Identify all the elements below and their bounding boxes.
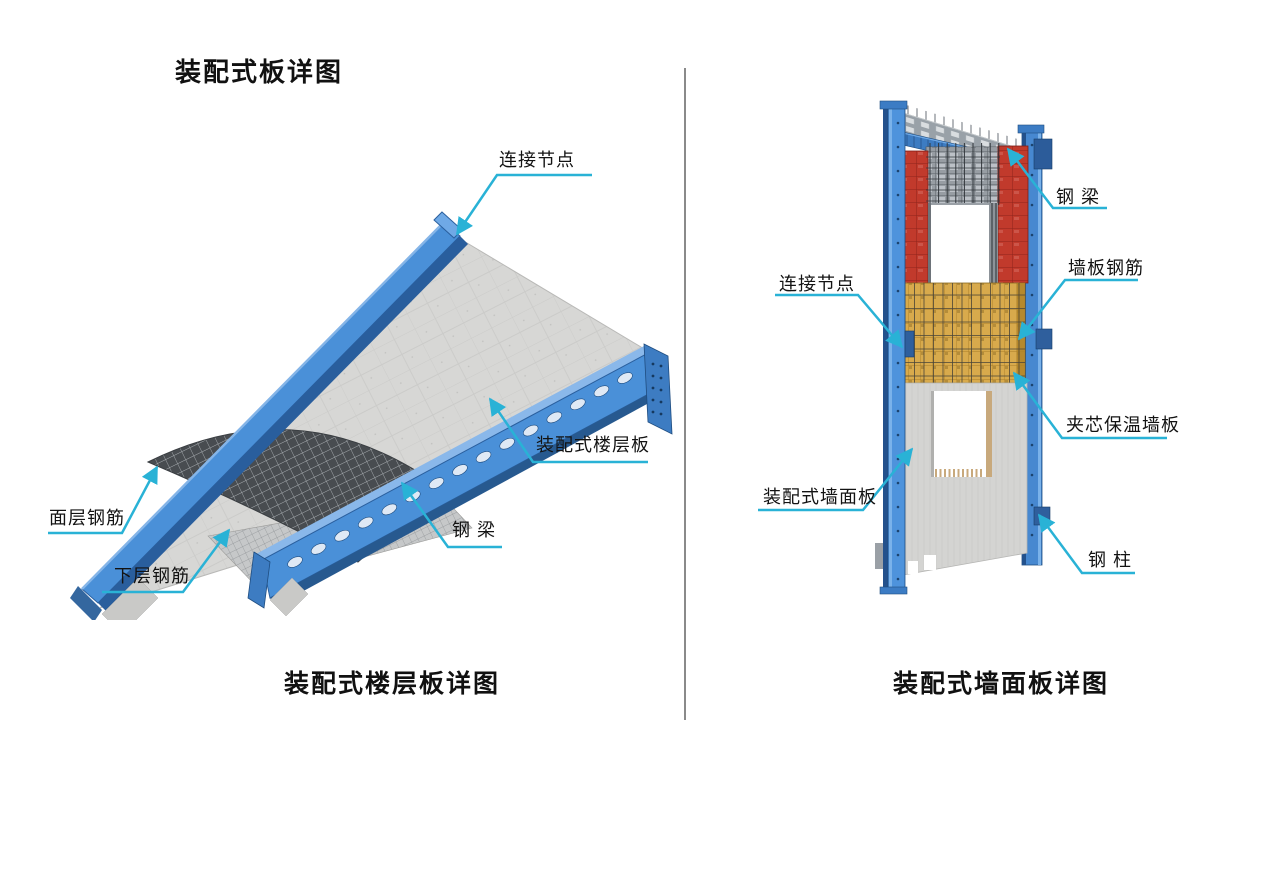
lower-window-opening — [933, 391, 991, 477]
end-plate-bolts — [651, 362, 663, 416]
edge-beam-top-left — [70, 211, 468, 620]
right-figure-caption: 装配式墙面板详图 — [893, 670, 1110, 698]
label-sandwich-panel: 夹芯保温墙板 — [1066, 415, 1180, 435]
label-steel-beam-left: 钢 梁 — [452, 520, 497, 540]
wall-panel-3d-view — [758, 100, 1167, 595]
page-title: 装配式板详图 — [175, 57, 344, 87]
label-connection-node-right: 连接节点 — [779, 274, 855, 294]
sandwich-insulation-panel — [899, 282, 1026, 384]
label-floor-panel: 装配式楼层板 — [536, 435, 650, 455]
column-base-bracket — [1033, 506, 1051, 526]
beam-web-holes — [287, 372, 633, 568]
label-top-rebar: 面层钢筋 — [49, 508, 125, 528]
connection-bracket — [904, 330, 915, 358]
label-steel-column: 钢 柱 — [1088, 550, 1133, 570]
wall-rebar-mesh — [925, 146, 1001, 206]
label-wall-panel: 装配式墙面板 — [763, 487, 877, 507]
right-figure-leaders — [758, 147, 1167, 575]
concrete-wall-face — [902, 382, 1028, 576]
front-steel-beam — [247, 343, 673, 617]
label-bottom-rebar: 下层钢筋 — [114, 566, 190, 586]
label-wall-rebar: 墙板钢筋 — [1068, 258, 1144, 278]
connection-tab — [433, 211, 463, 239]
floor-slab-3d-view — [48, 173, 673, 620]
left-figure-leaders — [48, 173, 648, 594]
vertical-divider — [684, 68, 686, 720]
upper-window-opening — [928, 203, 998, 283]
label-steel-beam-right: 钢 梁 — [1056, 187, 1101, 207]
red-block-right — [997, 145, 1029, 284]
left-figure-caption: 装配式楼层板详图 — [284, 670, 501, 698]
wall-rebar-lines — [926, 143, 1000, 205]
label-connection-node-left: 连接节点 — [499, 150, 575, 170]
